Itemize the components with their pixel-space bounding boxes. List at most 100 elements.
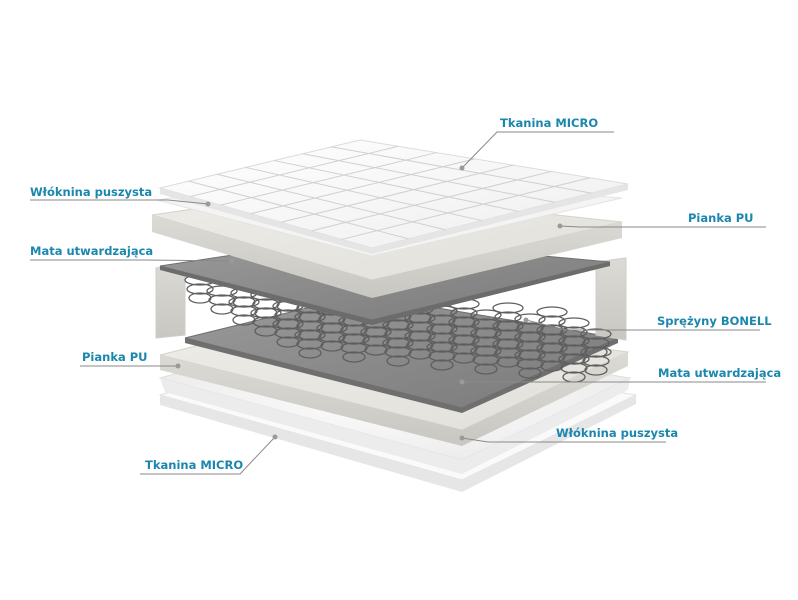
leader-dots xyxy=(175,165,563,441)
label-top-mat: Mata utwardzająca xyxy=(30,244,154,258)
spring-coil xyxy=(516,340,544,352)
spring-coil xyxy=(274,309,302,321)
spring-coil xyxy=(450,343,478,355)
dot-springs xyxy=(523,317,529,323)
label-top-fiber: Włóknina puszysta xyxy=(30,185,153,199)
label-top-foam: Pianka PU xyxy=(688,211,754,225)
spring-coil xyxy=(494,347,522,359)
spring-coil xyxy=(340,324,368,336)
spring-coil xyxy=(492,320,524,332)
spring-coil xyxy=(450,307,478,319)
spring-coil xyxy=(470,345,502,357)
spring-coil xyxy=(536,306,568,318)
spring-coil xyxy=(430,359,454,371)
spring-coil xyxy=(340,342,368,354)
quilt-stitch-line xyxy=(220,152,437,206)
spring-coil xyxy=(536,342,568,354)
dot-top-fiber xyxy=(205,201,211,207)
label-top-fabric: Tkanina MICRO xyxy=(500,116,599,130)
spring-coil xyxy=(228,296,260,308)
spring-coil xyxy=(580,346,612,358)
spring-coil xyxy=(472,318,500,330)
dot-top-fabric xyxy=(459,165,465,171)
leader-springs xyxy=(525,319,760,331)
label-springs: Sprężyny BONELL xyxy=(657,314,772,328)
spring-coil xyxy=(386,355,410,367)
spring-coil xyxy=(384,328,412,340)
leader-bottom-fiber xyxy=(461,437,666,443)
spring-coil xyxy=(382,319,414,331)
quilt-stitch-line xyxy=(274,160,519,212)
spring-coil xyxy=(406,339,434,351)
label-bottom-mat: Mata utwardzająca xyxy=(658,366,782,380)
spring-coil xyxy=(274,327,302,339)
quilt-stitch-line xyxy=(245,166,482,222)
spring-coil xyxy=(538,351,566,363)
layer-top-fabric xyxy=(158,139,629,254)
leader-top-fiber xyxy=(30,199,209,205)
spring-coil xyxy=(518,367,542,379)
spring-coil xyxy=(342,351,366,363)
spring-coil xyxy=(230,305,258,317)
label-bottom-fiber: Włóknina puszysta xyxy=(556,426,679,440)
spring-coil xyxy=(472,354,500,366)
leader-lines xyxy=(30,131,766,475)
dot-top-mat xyxy=(229,258,235,264)
spring-coil xyxy=(362,335,390,347)
spring-coil xyxy=(252,298,280,310)
dot-top-foam xyxy=(557,223,563,229)
spring-coil xyxy=(514,349,546,361)
spring-coil xyxy=(514,331,546,343)
spring-coil xyxy=(448,316,480,328)
spring-coil xyxy=(560,362,588,374)
label-bottom-fabric: Tkanina MICRO xyxy=(145,458,244,472)
spring-coil xyxy=(426,341,458,353)
quilt-stitch-line xyxy=(302,153,555,203)
spring-coil xyxy=(382,337,414,349)
spring-coil xyxy=(208,294,236,306)
dot-bottom-mat xyxy=(459,379,465,385)
spring-coil xyxy=(296,338,324,350)
spring-coil xyxy=(582,337,610,349)
spring-coil xyxy=(558,317,590,329)
spring-coil xyxy=(538,333,566,345)
quilt-stitch-line xyxy=(188,180,409,240)
spring-coil xyxy=(516,322,544,334)
spring-coil xyxy=(428,332,456,344)
quilt-stitch-line xyxy=(311,170,552,232)
quilt-stitch-line xyxy=(217,173,446,231)
spring-coil xyxy=(186,283,214,295)
spring-coil xyxy=(298,347,322,359)
spring-coil xyxy=(448,334,480,346)
spring-coil xyxy=(404,330,436,342)
spring-coil xyxy=(560,344,588,356)
quilt-stitch-line xyxy=(190,145,399,198)
spring-coil xyxy=(250,307,282,319)
spring-coil xyxy=(492,302,524,314)
spring-coil xyxy=(558,353,590,365)
quilt-stitch-line xyxy=(341,177,590,240)
spring-coil xyxy=(360,326,392,338)
leader-top-mat xyxy=(30,259,233,262)
dot-bottom-fiber xyxy=(459,435,465,441)
spring-coil xyxy=(470,327,502,339)
spring-coil xyxy=(316,322,348,334)
quilt-stitch-line xyxy=(250,158,475,215)
spring-coil xyxy=(494,329,522,341)
spring-coil xyxy=(472,336,500,348)
spring-coil xyxy=(516,358,544,370)
spring-coil xyxy=(470,309,502,321)
spring-coil xyxy=(492,338,524,350)
spring-coil xyxy=(580,328,612,340)
spring-coil xyxy=(406,321,434,333)
spring-coil xyxy=(294,311,326,323)
layer-foam-frame xyxy=(155,257,627,341)
spring-coil xyxy=(318,331,346,343)
spring-coil xyxy=(558,335,590,347)
spring-coil xyxy=(428,314,456,326)
spring-coil xyxy=(474,363,498,375)
spring-coil xyxy=(560,326,588,338)
spring-coil xyxy=(294,329,326,341)
leader-top-foam xyxy=(559,225,766,228)
